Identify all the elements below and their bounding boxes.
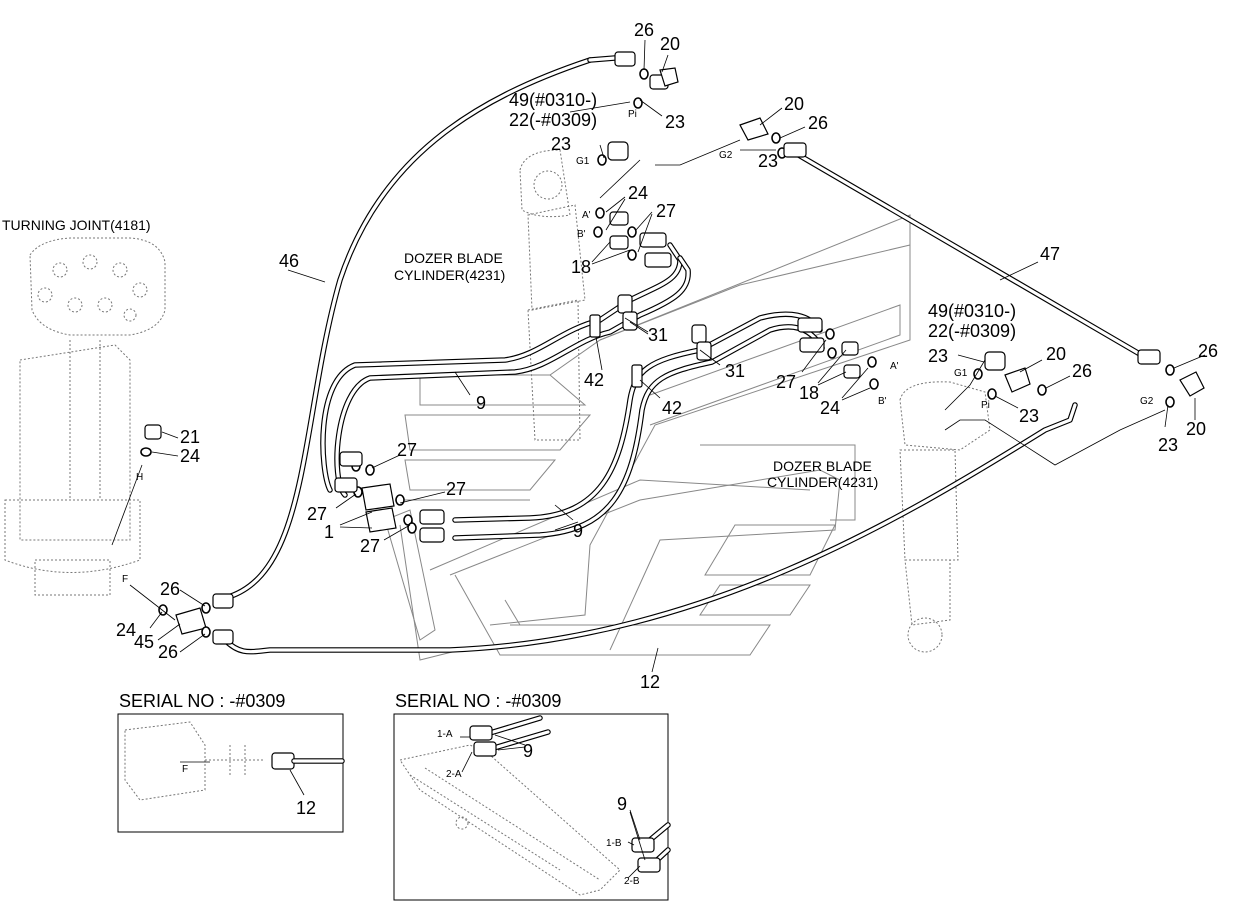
callout-20-far: 20 bbox=[1186, 419, 1206, 439]
port-pi-right: Pi bbox=[981, 400, 990, 411]
serial-right-title: SERIAL NO : -#0309 bbox=[395, 691, 561, 711]
callout-20-top: 20 bbox=[660, 34, 680, 54]
fittings bbox=[140, 51, 1205, 645]
callout-12: 12 bbox=[640, 672, 660, 692]
callout-26-right-mid: 26 bbox=[1072, 361, 1092, 381]
port-f-inset: F bbox=[182, 764, 188, 775]
callout-22-top: 22(-#0309) bbox=[509, 110, 597, 130]
callout-49-top: 49(#0310-) bbox=[509, 90, 597, 110]
callout-42-b: 42 bbox=[662, 398, 682, 418]
port-1b: 1-B bbox=[606, 838, 622, 849]
dozer-cylinder-top-title-line1: DOZER BLADE bbox=[404, 250, 503, 266]
callout-23-far: 23 bbox=[1158, 435, 1178, 455]
callout-9-b: 9 bbox=[573, 521, 583, 541]
dozer-cylinder-top-title-line2: CYLINDER(4231) bbox=[394, 267, 505, 283]
callout-23-pi-right: 23 bbox=[1019, 406, 1039, 426]
callout-26-bl2: 26 bbox=[158, 642, 178, 662]
callout-27-l2: 27 bbox=[446, 479, 466, 499]
port-g1-top: G1 bbox=[576, 156, 590, 167]
callout-45: 45 bbox=[134, 632, 154, 652]
callout-26-far: 26 bbox=[1198, 341, 1218, 361]
callout-26-bl: 26 bbox=[160, 579, 180, 599]
callout-47: 47 bbox=[1040, 244, 1060, 264]
port-labels: Pi G1 G2 A' B' G1 Pi A' B' G2 H F F 1-A … bbox=[122, 109, 1154, 887]
callout-22-right: 22(-#0309) bbox=[928, 321, 1016, 341]
callout-24-top: 24 bbox=[628, 183, 648, 203]
callout-23-g2-mid: 23 bbox=[758, 151, 778, 171]
callout-27-l3: 27 bbox=[307, 504, 327, 524]
callout-numbers: 26 20 49(#0310-) 22(-#0309) 23 23 20 26 … bbox=[116, 20, 1218, 818]
callout-18-right: 18 bbox=[799, 383, 819, 403]
leader-lines bbox=[111, 39, 1206, 673]
port-b-right: B' bbox=[878, 396, 887, 407]
turning-joint-title: TURNING JOINT(4181) bbox=[2, 217, 151, 233]
port-g2-far: G2 bbox=[1140, 396, 1154, 407]
callout-46: 46 bbox=[279, 251, 299, 271]
inset-left bbox=[117, 713, 345, 833]
inset-right bbox=[393, 713, 671, 901]
port-2b: 2-B bbox=[624, 876, 640, 887]
callout-18-top: 18 bbox=[571, 257, 591, 277]
hoses-9-right bbox=[452, 311, 825, 541]
port-g1-right: G1 bbox=[954, 368, 968, 379]
callout-9-inset-bot: 9 bbox=[617, 794, 627, 814]
callout-20-right-mid: 20 bbox=[1046, 344, 1066, 364]
port-f: F bbox=[122, 574, 128, 585]
callout-27-l4: 27 bbox=[360, 536, 380, 556]
callout-24-right: 24 bbox=[820, 398, 840, 418]
port-1a: 1-A bbox=[437, 729, 453, 740]
callout-1: 1 bbox=[324, 522, 334, 542]
callout-27-top: 27 bbox=[656, 201, 676, 221]
callout-24-tj: 24 bbox=[180, 446, 200, 466]
dozer-cylinder-right-title-line2: CYLINDER(4231) bbox=[767, 474, 878, 490]
port-a-right: A' bbox=[890, 361, 899, 372]
port-a-top: A' bbox=[582, 210, 591, 221]
dozer-cylinder-right-ghost bbox=[899, 381, 991, 653]
hose-12 bbox=[222, 402, 1078, 655]
callout-31-b: 31 bbox=[725, 361, 745, 381]
dozer-blade-frame-ghost bbox=[384, 214, 911, 661]
callout-23-pi-top: 23 bbox=[665, 112, 685, 132]
callout-20-mid: 20 bbox=[784, 94, 804, 114]
port-2a: 2-A bbox=[446, 769, 462, 780]
hose-47 bbox=[787, 147, 1153, 363]
port-pi-top: Pi bbox=[628, 109, 637, 120]
port-b-top: B' bbox=[577, 229, 586, 240]
port-h: H bbox=[136, 472, 143, 483]
callout-12-inset: 12 bbox=[296, 798, 316, 818]
callout-31-a: 31 bbox=[648, 325, 668, 345]
callout-23-g1-right: 23 bbox=[928, 346, 948, 366]
dozer-cylinder-right-title-line1: DOZER BLADE bbox=[773, 458, 872, 474]
hose-46 bbox=[222, 55, 618, 601]
callout-27-l1: 27 bbox=[397, 440, 417, 460]
dozer-cylinder-top-ghost bbox=[519, 149, 586, 441]
callout-26-mid: 26 bbox=[808, 113, 828, 133]
turning-joint-ghost bbox=[4, 237, 166, 596]
callout-9-a: 9 bbox=[476, 393, 486, 413]
hoses-9-left bbox=[320, 242, 691, 498]
callout-49-right: 49(#0310-) bbox=[928, 301, 1016, 321]
callout-27-right: 27 bbox=[776, 372, 796, 392]
callout-26-top: 26 bbox=[634, 20, 654, 40]
port-g2-top: G2 bbox=[719, 150, 733, 161]
callout-21: 21 bbox=[180, 427, 200, 447]
callout-24-bl: 24 bbox=[116, 620, 136, 640]
serial-left-title: SERIAL NO : -#0309 bbox=[119, 691, 285, 711]
callout-9-inset-top: 9 bbox=[523, 741, 533, 761]
callout-23-g1-top: 23 bbox=[551, 134, 571, 154]
clamps bbox=[589, 294, 712, 388]
callout-42-a: 42 bbox=[584, 370, 604, 390]
